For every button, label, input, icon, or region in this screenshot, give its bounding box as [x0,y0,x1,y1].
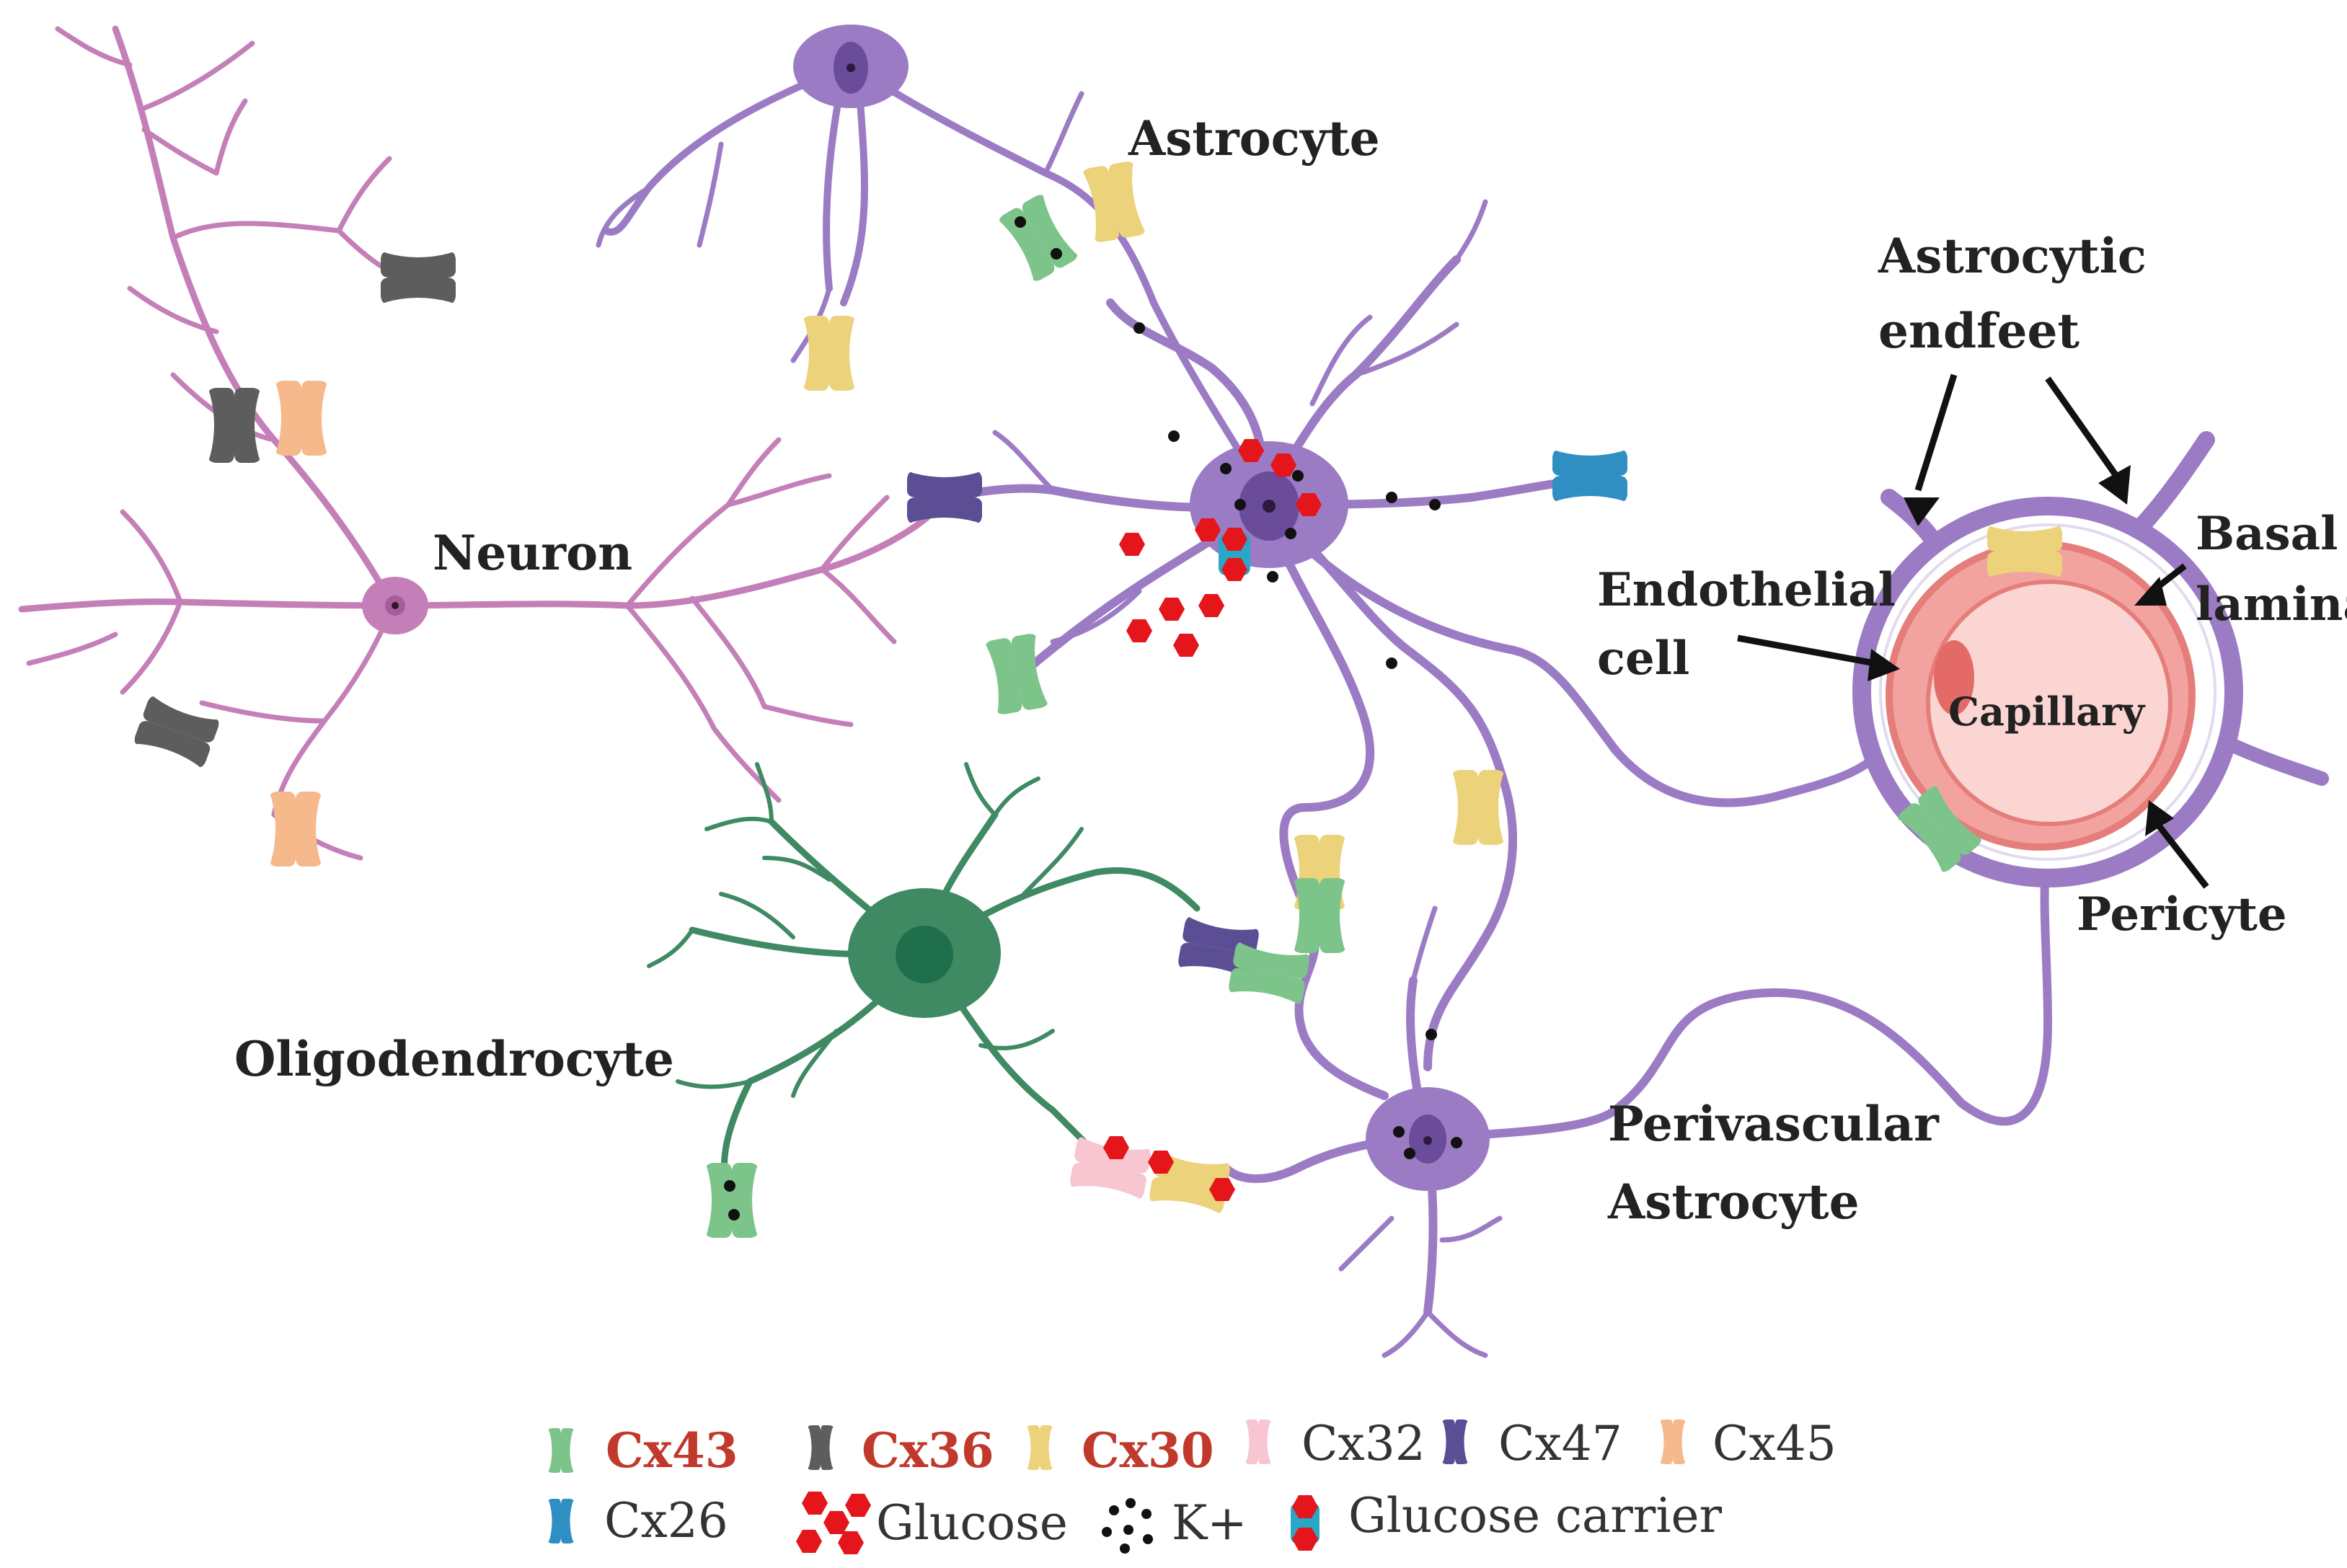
legend-item-cx36: Cx36 [808,1422,994,1479]
glucose-carrier [1219,528,1250,581]
capillary-lumen [1926,580,2173,826]
cx36-channel [381,252,456,303]
cx36-legend-icon [808,1425,834,1470]
legend-label: Cx30 [1082,1422,1214,1479]
legend-item-cx43: Cx43 [548,1422,738,1479]
legend-label: Cx32 [1301,1416,1426,1471]
cx26-legend-icon [548,1499,574,1543]
cx45-channel [270,792,321,867]
cx45-channel [276,381,327,456]
legend-label: Cx26 [604,1493,728,1549]
legend-label: K+ [1172,1495,1247,1551]
astrocytic-endfeet-label-line1: Astrocytic [1878,228,2147,284]
neuron-cell [18,25,941,861]
label-arrows [1737,373,2209,889]
neuron-label: Neuron [433,525,632,581]
endothelial-cell-label-line2: cell [1597,632,1689,686]
legend-item-cx30: Cx30 [1027,1422,1214,1479]
cx43-legend-icon [548,1428,574,1473]
legend-item-potassium: K+ [1102,1495,1247,1554]
glucose-dots-icon [796,1492,871,1554]
legend-label: Glucose carrier [1348,1488,1723,1543]
capillary-group [1852,431,2329,887]
oligodendrocyte-label: Oligodendrocyte [234,1031,674,1087]
legend-item-glucose-carrier: Glucose carrier [1291,1488,1723,1551]
endothelial-nucleus [1934,640,1974,715]
legend-item-cx26: Cx26 [548,1493,728,1549]
legend-item-cx45: Cx45 [1660,1416,1837,1471]
cx43-channel [1294,878,1345,953]
cx30-channel [804,316,854,391]
legend-item-cx47: Cx47 [1442,1416,1622,1471]
legend-item-cx32: Cx32 [1245,1416,1426,1471]
perivascular-astrocyte-label-line2: Astrocyte [1607,1174,1860,1230]
cx30-legend-icon [1027,1425,1053,1470]
endothelial-cell-label-line1: Endothelial [1597,563,1896,617]
basal-lamina-label-line2: lamina [2196,577,2347,632]
cx43-channel [985,632,1048,716]
cx43-channel [707,1163,757,1238]
oligodendrocyte-nucleus [896,926,953,983]
cx30-channel [1987,526,2062,577]
cx47-channel [907,472,982,523]
cx26-channel [1552,451,1627,501]
cx30-channel [1453,770,1503,845]
legend-label: Cx47 [1498,1416,1622,1471]
basal-lamina-label-line1: Basal [2196,507,2338,561]
pericyte-label: Pericyte [2077,887,2287,942]
capillary-label: Capillary [1948,688,2146,735]
legend-label: Cx43 [606,1422,738,1479]
cx45-legend-icon [1660,1419,1686,1464]
perivascular-astrocyte-label-line1: Perivascular [1608,1096,1940,1152]
legend-label: Glucose [876,1495,1068,1551]
legend-label: Cx45 [1712,1416,1837,1471]
cx36-channel [209,388,260,463]
astrocyte-label: Astrocyte [1128,110,1380,167]
cx43-channel [997,192,1079,283]
legend-item-glucose: Glucose [796,1492,1068,1554]
legend: Cx43 Cx36 Cx30 Cx32 Cx47 Cx45 Cx26 [548,1416,1837,1554]
astrocytic-endfeet-label-line2: endfeet [1878,303,2079,359]
central-astrocyte [926,199,1879,1100]
legend-label: Cx36 [862,1422,994,1479]
cx47-legend-icon [1442,1419,1468,1464]
cx32-legend-icon [1245,1419,1271,1464]
glucose-carrier-icon [1291,1495,1320,1551]
potassium-ions [724,216,1462,1221]
potassium-dots-icon [1102,1498,1153,1554]
